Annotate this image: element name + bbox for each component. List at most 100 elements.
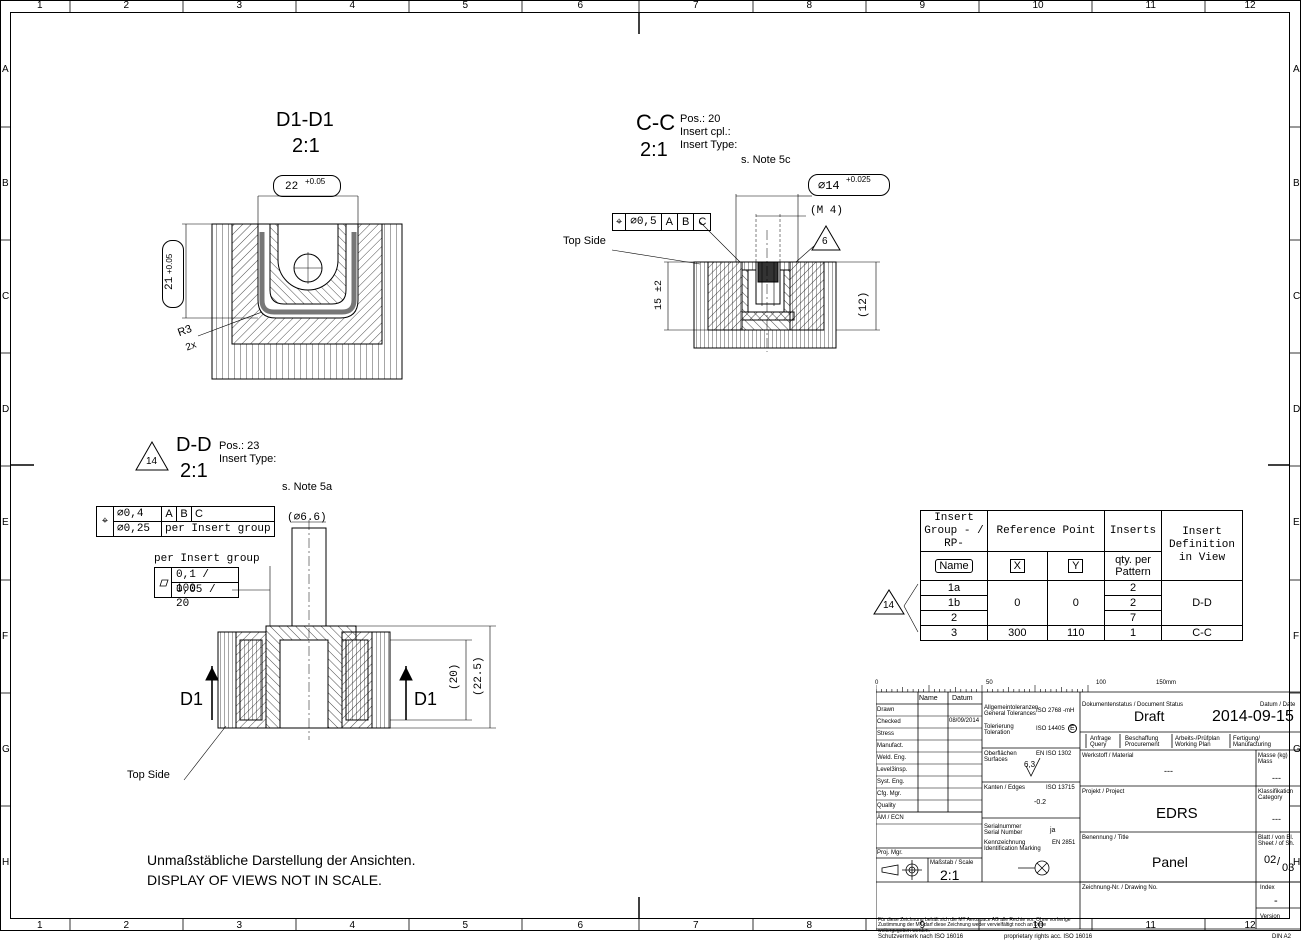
surf-value: EN ISO 1302: [1036, 751, 1072, 757]
dd-top-side-label: Top Side: [127, 769, 170, 781]
role-label: Proj. Mgr.: [877, 850, 903, 856]
view-dd-title: D-D: [176, 434, 212, 456]
fcf-row2-scope: per Insert group: [165, 523, 271, 535]
mass-label: Masse (kg) Mass: [1258, 753, 1288, 766]
drawn-date: 08/09/2014: [949, 718, 980, 724]
dim-width-tol: +0.05: [305, 177, 326, 186]
zone-col-9: 9: [919, 920, 926, 931]
col-date: Datum: [952, 695, 973, 702]
date-value: 2014-09-15: [1212, 708, 1294, 725]
section-right-label: D1: [414, 689, 438, 709]
footer-left: Schutzvermerk nach ISO 16016: [878, 934, 964, 940]
fcf-row1-tolerance: ∅0,4: [114, 507, 162, 521]
zone-row-G: G: [1293, 743, 1301, 755]
material-label: Werkstoff / Material: [1082, 753, 1134, 759]
view-cc-scale: 2:1: [640, 139, 668, 161]
zone-col-1: 1: [37, 0, 43, 11]
dim-width: 22: [285, 181, 299, 193]
ruler-label: 50: [986, 680, 993, 686]
zone-col-4: 4: [349, 0, 356, 11]
view-dd-pos: Pos.: 23: [219, 440, 260, 452]
role-label: Level3insp.: [877, 767, 908, 773]
toler-label: Tolerierung Toleration: [984, 724, 1014, 737]
phase-query: Anfrage Query: [1090, 736, 1112, 749]
scale-note-line2: DISPLAY OF VIEWS NOT IN SCALE.: [147, 872, 382, 888]
row-group: 1b: [920, 595, 988, 611]
row-x: 300: [987, 625, 1048, 641]
marking-symbol-icon: [1018, 860, 1050, 876]
serial-value: ja: [1050, 827, 1056, 834]
flatness-frame: 0,1 / 100 0,05 / 20: [154, 567, 239, 610]
zone-row-B: B: [1293, 177, 1300, 189]
zone-col-2: 2: [123, 0, 130, 11]
role-label: Drawn: [877, 707, 895, 713]
view-cc-title: C-C: [636, 110, 676, 135]
dd-flag-number: 14: [146, 456, 158, 467]
zone-col-4: 4: [349, 920, 356, 931]
zone-col-10: 10: [1032, 920, 1044, 931]
zone-col-8: 8: [806, 0, 813, 11]
footer-mid: proprietary rights acc. ISO 16016: [1004, 934, 1093, 940]
zone-col-5: 5: [462, 920, 469, 931]
table-flag-number: 14: [883, 600, 895, 611]
footer-right: DIN A2: [1272, 934, 1292, 940]
view-dd-insert-type: Insert Type:: [219, 453, 277, 465]
zone-col-6: 6: [577, 0, 584, 11]
row-group: 2: [920, 610, 988, 626]
zone-row-D: D: [2, 403, 10, 415]
category-label: Klassifikation Category: [1258, 789, 1294, 802]
header-inserts: Inserts: [1104, 510, 1162, 552]
rights-text: Für diese Zeichnung behält sich die MT A…: [878, 917, 1071, 934]
gen-tol-value: ISO 2768 -mH: [1036, 708, 1075, 714]
index-label: Index: [1260, 885, 1275, 891]
role-label: Checked: [877, 719, 901, 725]
dim-12: (12): [858, 291, 870, 318]
role-label: Quality: [877, 803, 896, 809]
header-definition: Insert Definition in View: [1161, 510, 1243, 581]
surf-label: Oberflächen Surfaces: [984, 751, 1017, 764]
flatness-header: per Insert group: [154, 553, 260, 565]
row-group: 3: [920, 625, 988, 641]
scale-value: 2:1: [940, 867, 960, 883]
zone-row-H: H: [2, 856, 10, 868]
role-label: Cfg. Mgr.: [877, 791, 902, 797]
zone-row-B: B: [2, 177, 9, 189]
header-y: Y: [1068, 559, 1084, 573]
position-symbol-icon: ⌖: [97, 507, 114, 536]
sheet-value: 02: [1264, 854, 1277, 866]
zone-col-5: 5: [462, 0, 469, 11]
dd-feature-control-frame: ⌖ ∅0,4 A B C ∅0,25 per Insert group: [96, 506, 275, 537]
row-qty: 7: [1104, 610, 1162, 626]
toler-mark: E: [1068, 724, 1077, 734]
zone-col-9: 9: [919, 0, 926, 11]
scale-note-line1: Unmaßstäbliche Darstellung der Ansichten…: [147, 852, 416, 868]
phase-working-plan: Arbeits-/Prüfplan Working Plan: [1175, 736, 1220, 749]
date-label: Datum / Date: [1260, 702, 1296, 708]
dim-diam: ∅14: [818, 179, 840, 193]
header-group: Insert Group - / RP-: [920, 510, 988, 552]
flatness-symbol-icon: [155, 568, 172, 597]
thread-label: (M 4): [810, 205, 844, 217]
zone-col-3: 3: [236, 920, 243, 931]
ruler-label: 0: [875, 680, 879, 686]
roughness-symbol-icon: [1025, 757, 1041, 777]
dim-height-tol: +0.05: [165, 253, 174, 274]
marking-value: EN 2851: [1052, 840, 1076, 846]
dim-15: 15 ±2: [654, 279, 665, 310]
zone-col-3: 3: [236, 0, 243, 11]
zone-col-2: 2: [123, 920, 130, 931]
edges-value: ISO 13715: [1046, 785, 1075, 791]
zone-col-7: 7: [693, 920, 699, 931]
zone-col-12: 12: [1244, 0, 1256, 11]
title-block-lines: [876, 685, 1301, 931]
header-x: X: [1009, 559, 1025, 573]
scale-label: Maßstab / Scale: [930, 860, 974, 866]
edges-tol: -0.2: [1034, 799, 1047, 806]
zone-col-1: 1: [37, 920, 43, 931]
edges-label: Kanten / Edges: [984, 785, 1026, 791]
sheet-total: 03: [1282, 862, 1295, 874]
gen-tol-label: Allgemeintoleranzen General Tolerances: [984, 705, 1039, 718]
zone-row-G: G: [2, 743, 10, 755]
zone-row-F: F: [2, 630, 9, 642]
